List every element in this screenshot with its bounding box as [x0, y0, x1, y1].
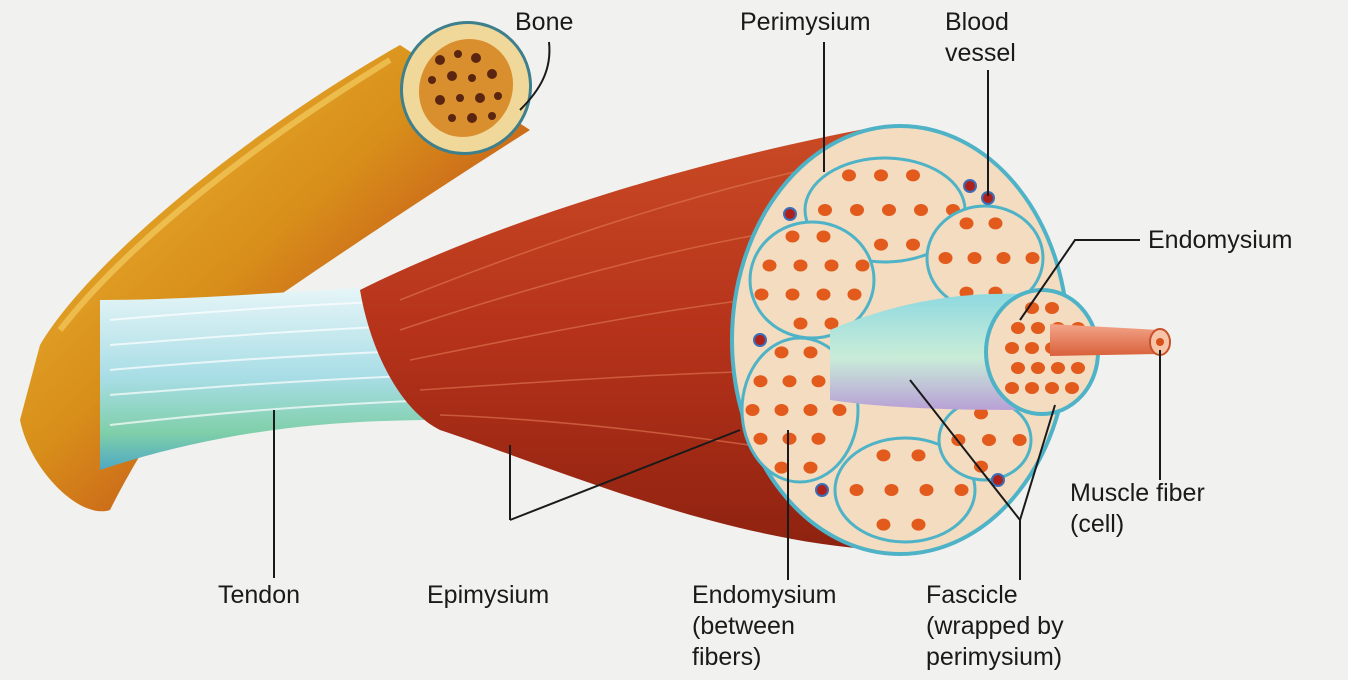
label-blood-vessel-line1: Blood — [945, 7, 1016, 38]
muscle-fiber-dot — [1031, 362, 1045, 374]
muscle-fiber-dot — [817, 289, 831, 301]
muscle-fiber-dot — [939, 252, 953, 264]
muscle-fiber-dot — [850, 484, 864, 496]
muscle-fiber-dot — [804, 462, 818, 474]
muscle-fiber-dot — [794, 318, 808, 330]
muscle-fiber-dot — [850, 204, 864, 216]
muscle-fiber-dot — [804, 346, 818, 358]
muscle-fiber-dot — [874, 239, 888, 251]
muscle-fiber-dot — [912, 449, 926, 461]
muscle-fiber-dot — [877, 519, 891, 531]
label-muscle-fiber: Muscle fiber (cell) — [1070, 478, 1205, 540]
muscle-fiber-dot — [906, 239, 920, 251]
muscle-fiber-dot — [906, 169, 920, 181]
muscle-fiber-dot — [775, 462, 789, 474]
muscle-fiber-dot — [786, 289, 800, 301]
muscle-fiber-dot — [1026, 252, 1040, 264]
muscle-fiber-dot — [968, 252, 982, 264]
muscle-fiber-dot — [914, 204, 928, 216]
blood-vessel — [784, 208, 796, 220]
muscle-fiber-dot — [812, 433, 826, 445]
muscle-fiber-dot — [1045, 302, 1059, 314]
muscle-fiber-dot — [804, 404, 818, 416]
label-fascicle: Fascicle (wrapped by perimysium) — [926, 580, 1064, 673]
muscle-fiber-dot — [1065, 382, 1079, 394]
single-muscle-fiber — [1050, 324, 1160, 356]
muscle-fiber-dot — [763, 260, 777, 272]
muscle-fiber-dot — [1071, 362, 1085, 374]
muscle-fiber-dot — [786, 231, 800, 243]
label-endomysium-top: Endomysium — [1148, 225, 1293, 256]
muscle-fiber-dot — [960, 217, 974, 229]
label-fascicle-line1: Fascicle — [926, 580, 1064, 611]
label-endomysium-between: Endomysium (between fibers) — [692, 580, 837, 673]
label-muscle-fiber-line1: Muscle fiber — [1070, 478, 1205, 509]
muscle-fiber-dot — [1025, 342, 1039, 354]
muscle-fiber-dot — [775, 404, 789, 416]
muscle-fiber-dot — [775, 346, 789, 358]
muscle-fiber-dot — [982, 434, 996, 446]
muscle-fiber-dot — [874, 169, 888, 181]
muscle-fiber-dot — [783, 375, 797, 387]
blood-vessel — [754, 334, 766, 346]
muscle-fiber-dot — [833, 404, 847, 416]
muscle-fiber-dot — [1011, 362, 1025, 374]
muscle-fiber-dot — [1005, 342, 1019, 354]
label-fascicle-line2: (wrapped by — [926, 611, 1064, 642]
label-endomysium-line2: (between — [692, 611, 837, 642]
muscle-fiber-dot — [920, 484, 934, 496]
label-epimysium: Epimysium — [427, 580, 549, 611]
muscle-fiber-dot — [882, 204, 896, 216]
muscle-fiber-dot — [746, 404, 760, 416]
blood-vessel — [964, 180, 976, 192]
muscle-fiber-dot — [912, 519, 926, 531]
muscle-fiber-dot — [1011, 322, 1025, 334]
label-endomysium-line3: fibers) — [692, 642, 837, 673]
muscle-fiber-dot — [877, 449, 891, 461]
muscle-fiber-dot — [783, 433, 797, 445]
label-blood-vessel: Blood vessel — [945, 7, 1016, 69]
muscle-fiber-dot — [1045, 382, 1059, 394]
label-blood-vessel-line2: vessel — [945, 38, 1016, 69]
muscle-fiber-dot — [1005, 382, 1019, 394]
muscle-fiber-dot — [794, 260, 808, 272]
muscle-fiber-dot — [842, 169, 856, 181]
muscle-fiber-dot — [848, 289, 862, 301]
muscle-fiber-dot — [825, 260, 839, 272]
muscle-fiber-dot — [755, 289, 769, 301]
muscle-fiber-dot — [1051, 362, 1065, 374]
label-muscle-fiber-line2: (cell) — [1070, 509, 1205, 540]
muscle-fiber-dot — [989, 217, 1003, 229]
label-bone: Bone — [515, 7, 573, 38]
blood-vessel — [992, 474, 1004, 486]
muscle-fiber-dot — [1031, 322, 1045, 334]
blood-vessel — [816, 484, 828, 496]
muscle-fiber-dot — [997, 252, 1011, 264]
muscle-fiber-dot — [812, 375, 826, 387]
muscle-fiber-dot — [1013, 434, 1027, 446]
label-perimysium: Perimysium — [740, 7, 871, 38]
muscle-fiber-dot — [856, 260, 870, 272]
muscle-fiber-dot — [817, 231, 831, 243]
muscle-fiber-dot — [1025, 382, 1039, 394]
muscle-fiber-dot — [885, 484, 899, 496]
label-endomysium-line1: Endomysium — [692, 580, 837, 611]
muscle-fiber-dot — [754, 433, 768, 445]
muscle-fiber-dot — [955, 484, 969, 496]
label-tendon: Tendon — [218, 580, 300, 611]
muscle-fiber-dot — [754, 375, 768, 387]
label-fascicle-line3: perimysium) — [926, 642, 1064, 673]
muscle-fiber-dot — [818, 204, 832, 216]
